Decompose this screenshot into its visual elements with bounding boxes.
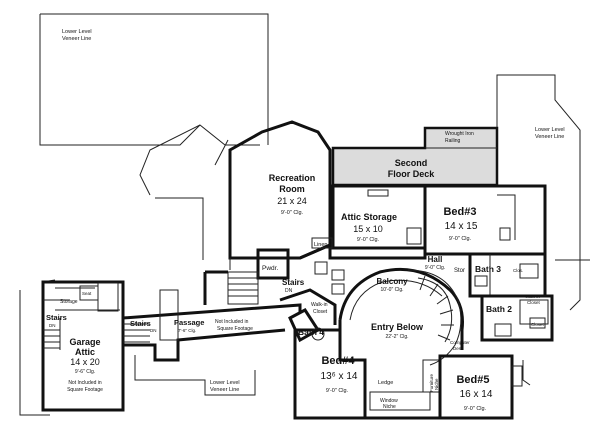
stairs-left-treads [43,318,61,350]
garage-attic-size: 14 x 20 [70,357,100,367]
bed4-size: 13⁶ x 14 [321,371,358,382]
baths-right-area [468,252,554,342]
recreation-name-2: Room [279,184,305,194]
furniture-niche-1: Furniture [429,373,434,392]
hall-name: Hall [428,255,443,264]
veneer-label-right-1: Lower Level [535,127,565,133]
seat-label: Seat [82,291,92,296]
passage-name: Passage [174,318,204,327]
garage-attic-name-2: Attic [75,347,95,357]
bath4-label: Bath 4 [298,327,324,337]
bed4-name: Bed#4 [321,355,355,367]
entry-below-ceiling: 22'-2" Clg. [385,334,408,340]
passage-ceiling: 7'-6" Clg. [178,328,196,333]
passage-note-2: Square Footage [217,326,253,332]
bed5-name: Bed#5 [456,374,489,386]
deck-railing-2: Railing [445,138,461,144]
bath3-label: Bath 3 [475,264,501,274]
hall-area [256,237,427,295]
veneer-label-top-2: Veneer Line [62,36,91,42]
furniture-niche-2: Niche [434,378,439,390]
passage-note-1: Not Included in [215,319,249,325]
linen-label: Linen [314,242,327,248]
walkin-left-2: Closet [313,309,328,315]
stor-label: Stor [454,268,465,274]
attic-storage-ceiling: 9'-0" Clg. [357,237,380,243]
ledge-label: Ledge [378,380,393,386]
deck-name-2: Floor Deck [388,169,436,179]
bed5-ceiling: 9'-0" Clg. [464,406,487,412]
stairs-mid-dir: DN [150,328,157,333]
pwdr-label: Pwdr. [262,265,278,272]
veneer-label-bottom-2: Veneer Line [210,387,239,393]
balcony-ceiling: 10'-0" Clg. [380,287,403,293]
bed5-area [438,354,523,420]
veneer-label-bottom-1: Lower Level [210,380,240,386]
garage-attic-note-2: Square Footage [67,387,103,393]
balcony-name: Balcony [376,277,408,286]
window-niche-1: Window [380,398,398,404]
recreation-name-1: Recreation [269,173,316,183]
attic-storage-size: 15 x 10 [353,224,383,234]
recreation-ceiling: 9'-0" Clg. [281,210,304,216]
passage-area [122,289,302,362]
bed5-size: 16 x 14 [460,389,493,400]
stairs-left-name: Stairs [46,313,67,322]
bed3-name: Bed#3 [443,206,476,218]
main-stairs-area [203,270,337,325]
garage-attic-note-1: Not Included in [68,380,102,386]
entry-below-name: Entry Below [371,322,424,332]
computer-desk-1: Computer [450,340,470,345]
walkin-right-1: Walk-in [525,294,540,299]
attic-storage-name: Attic Storage [341,212,397,222]
stairs-mid-name: Stairs [130,319,151,328]
walkin-left-1: Walk-in [311,302,328,308]
bed3-area [423,184,547,256]
deck-railing-1: Wrought Iron [445,131,474,137]
bed4-ceiling: 9'-0" Clg. [326,388,349,394]
stairs-main-name: Stairs [282,278,305,287]
hall-ceiling: 9'-0" Clg. [425,265,445,271]
window-niche-2: Niche [383,404,396,410]
closet-label: Closet [531,322,545,327]
computer-desk-2: Desk [453,346,464,351]
deck-name-1: Second [395,158,428,168]
stairs-left-dir: DN [49,323,56,328]
garage-attic-name-1: Garage [69,337,100,347]
stairs-main-dir: DN [285,288,293,294]
recreation-size: 21 x 24 [277,196,307,206]
clos-label: Clos. [513,268,523,273]
bath2-label: Bath 2 [486,304,512,314]
bed3-ceiling: 9'-0" Clg. [449,236,472,242]
storage-label: Storage [60,299,78,305]
veneer-label-right-2: Veneer Line [535,134,564,140]
walkin-right-2: Closet [527,300,541,305]
bed3-size: 14 x 15 [445,221,478,232]
garage-attic-ceiling: 9'-6" Clg. [75,369,95,375]
veneer-label-top-1: Lower Level [62,29,92,35]
